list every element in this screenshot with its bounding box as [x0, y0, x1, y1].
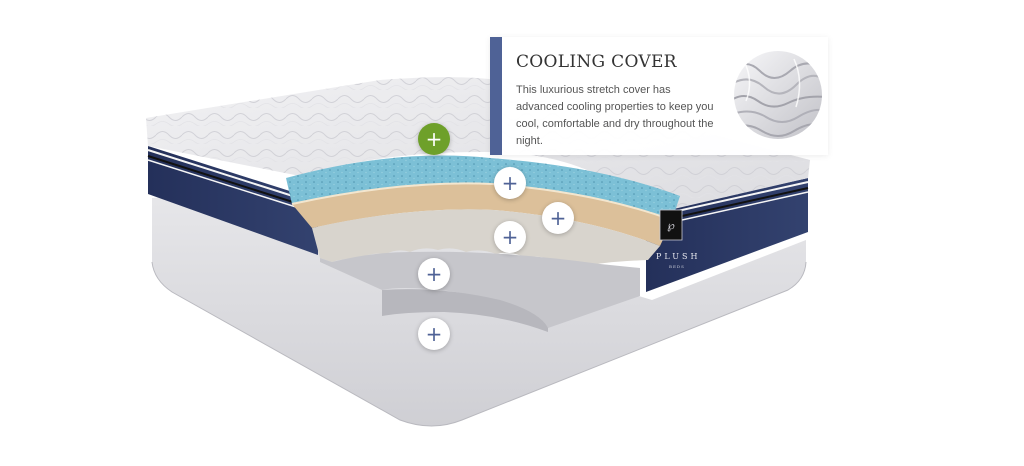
- hotspot-support-foam[interactable]: +: [418, 258, 450, 290]
- hotspot-egg-crate-foam[interactable]: +: [494, 221, 526, 253]
- plus-icon: +: [549, 206, 567, 230]
- layer-description: This luxurious stretch cover has advance…: [516, 84, 714, 147]
- hotspot-transition-foam[interactable]: +: [542, 202, 574, 234]
- fabric-swatch-image: [734, 51, 822, 139]
- plus-icon: +: [425, 127, 443, 151]
- hotspot-cooling-cover[interactable]: +: [418, 123, 450, 155]
- layer-title: COOLING COVER: [516, 52, 677, 72]
- plus-icon: +: [501, 171, 519, 195]
- layer-info-card: COOLING COVER This luxurious stretch cov…: [490, 37, 828, 155]
- brand-subtitle: BEDS: [669, 264, 685, 269]
- svg-text:℘: ℘: [667, 219, 675, 232]
- hotspot-base-foam[interactable]: +: [418, 318, 450, 350]
- hotspot-gel-foam[interactable]: +: [494, 167, 526, 199]
- plus-icon: +: [425, 262, 443, 286]
- plus-icon: +: [425, 322, 443, 346]
- brand-name: PLUSH: [656, 252, 701, 261]
- plus-icon: +: [501, 225, 519, 249]
